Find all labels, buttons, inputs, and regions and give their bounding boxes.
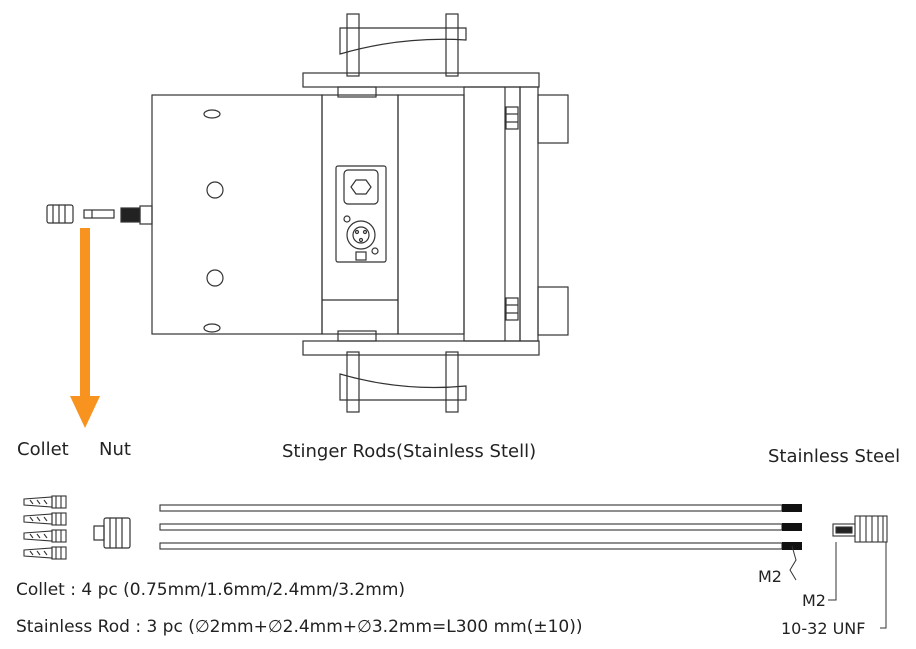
connector-plate [335,165,387,263]
nut [93,517,131,549]
stinger-attachment [83,205,153,225]
right-frame [463,86,569,342]
mounting-holes [203,109,224,333]
top-rail [302,72,540,88]
collet [23,546,67,560]
top-clamp-handle [339,13,467,77]
stinger-rods [159,504,802,550]
leader-lines [789,542,887,629]
orange-arrow [70,228,100,428]
collet [23,529,67,543]
stainless-adapter [832,515,888,543]
nut-label: Nut [99,439,131,460]
stinger-rods-label: Stinger Rods(Stainless Stell) [282,441,537,462]
stinger-rod [159,523,802,531]
bottom-clamp-handle [339,351,467,413]
rod-spec: Stainless Rod : 3 pc (∅2mm+∅2.4mm+∅3.2mm… [16,617,583,637]
collet-label: Collet [17,439,69,460]
stinger-rod [159,504,802,512]
m2-adapter-label: M2 [802,591,826,610]
top-rail-block [337,86,377,98]
collet [23,512,67,526]
m2-rod-label: M2 [758,567,782,586]
side-panel [397,94,465,335]
nut-top-view [46,204,74,224]
bottom-rail-block [337,330,377,342]
collets [23,495,67,560]
collet-spec: Collet : 4 pc (0.75mm/1.6mm/2.4mm/3.2mm) [16,580,406,600]
thread-label: 10-32 UNF [781,619,866,638]
housing-body [151,94,323,335]
stainless-steel-label: Stainless Steel [768,446,901,467]
collet [23,495,67,509]
stinger-rod [159,542,802,550]
bottom-rail [302,340,540,356]
